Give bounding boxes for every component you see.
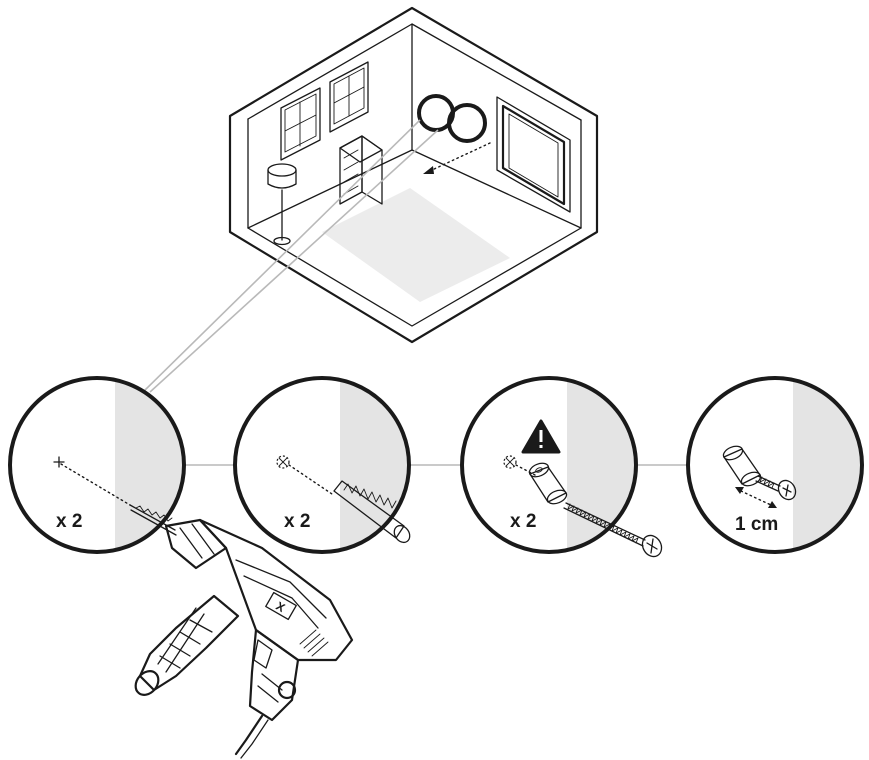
window-right: [330, 62, 368, 132]
mount-ring-right: [449, 105, 485, 141]
direction-arrowhead: [423, 166, 434, 174]
window-left: [281, 88, 320, 160]
side-handle: [131, 596, 238, 699]
step-4-gap-label: 1 cm: [735, 514, 778, 535]
floor-lamp: [268, 164, 296, 245]
vent-grille: [300, 630, 328, 656]
isometric-room-icon: [230, 8, 597, 342]
room-back-edges: [248, 24, 581, 120]
step-2-quantity: x 2: [284, 511, 310, 532]
bookcase: [340, 136, 382, 204]
step-2-circle: [235, 378, 420, 558]
step-3-circle: [462, 378, 665, 560]
step-4-circle: [688, 378, 869, 558]
step-3-quantity: x 2: [510, 511, 536, 532]
step-1-quantity: x 2: [56, 511, 82, 532]
direction-arrow: [432, 143, 490, 170]
